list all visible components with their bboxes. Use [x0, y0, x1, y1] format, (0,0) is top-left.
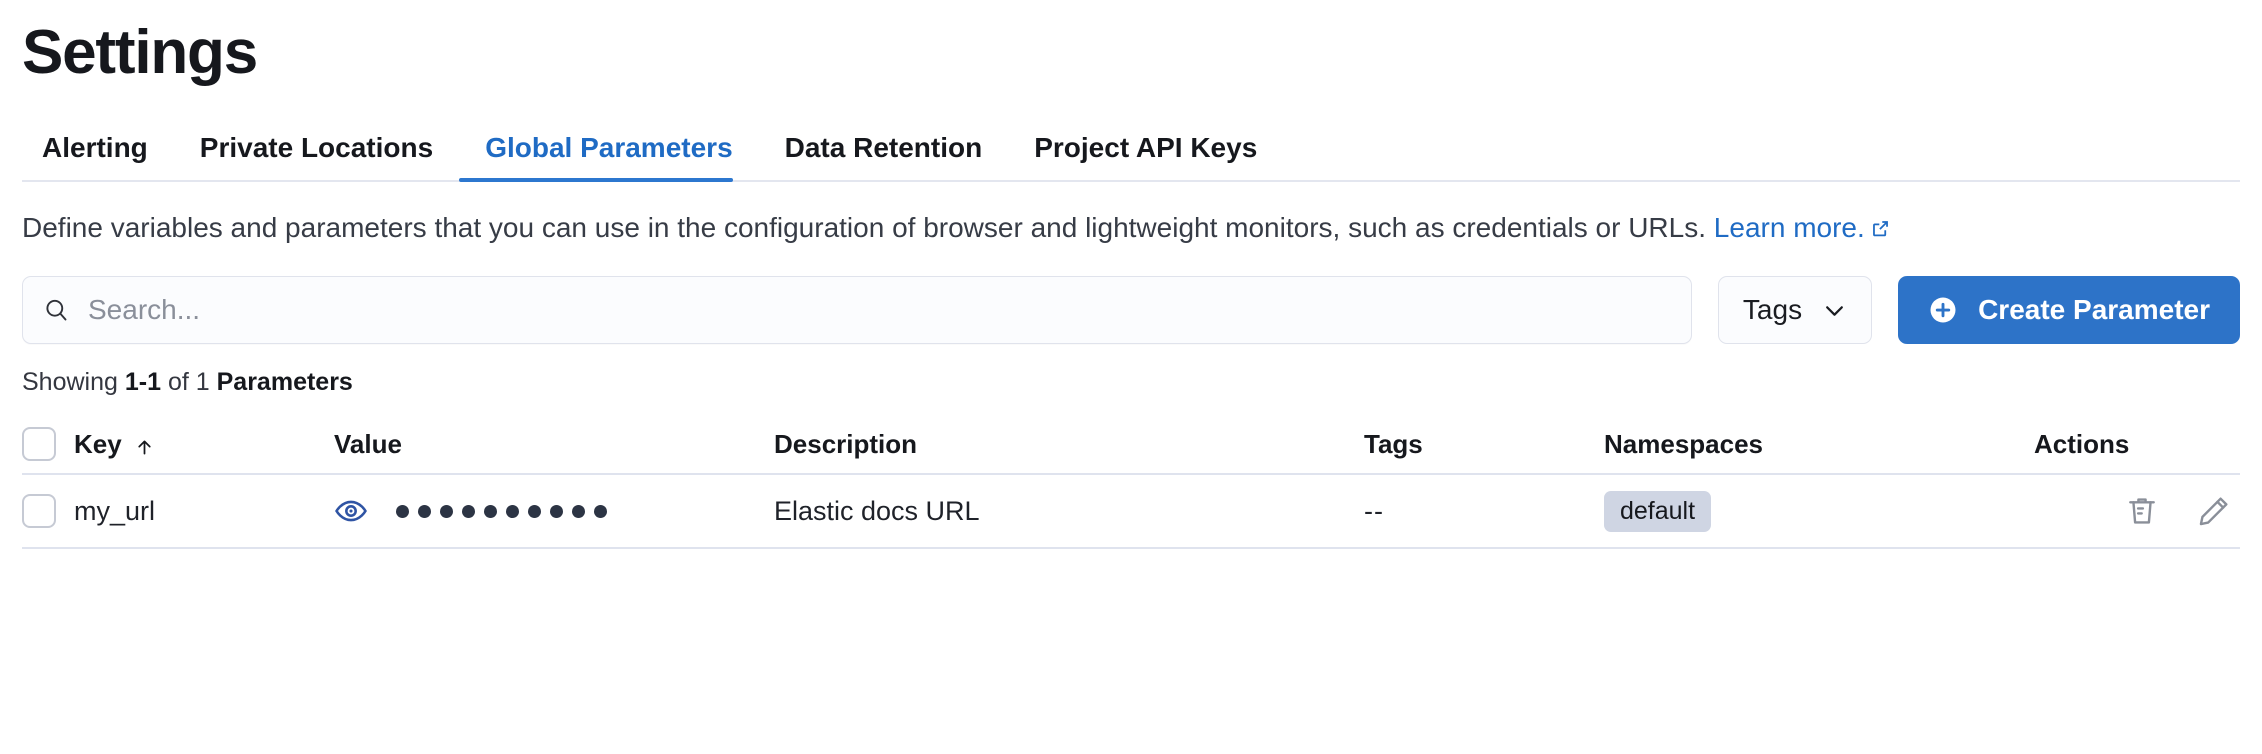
th-key-label: Key [74, 428, 122, 459]
th-tags: Tags [1364, 415, 1604, 476]
parameters-table: Key Value Description Tags [22, 415, 2240, 550]
th-select-all [22, 415, 74, 476]
th-value: Value [334, 415, 774, 476]
th-namespaces: Namespaces [1604, 415, 2034, 476]
tab-label: Data Retention [784, 132, 983, 164]
tab-data-retention[interactable]: Data Retention [759, 134, 1009, 180]
tab-bar: Alerting Private Locations Global Parame… [22, 118, 2240, 183]
row-checkbox[interactable] [22, 494, 56, 529]
showing-prefix: Showing [22, 368, 118, 397]
plus-circle-icon [1928, 295, 1958, 325]
cell-tags: -- [1364, 474, 1604, 550]
th-value-label: Value [334, 428, 402, 459]
tab-private-locations[interactable]: Private Locations [174, 134, 459, 180]
create-parameter-button[interactable]: Create Parameter [1898, 276, 2240, 345]
showing-of: of [167, 368, 189, 397]
table-body: my_url [22, 474, 2240, 550]
chevron-down-icon [1822, 298, 1847, 323]
th-description: Description [774, 415, 1364, 476]
tab-label: Alerting [42, 132, 148, 164]
learn-more-label: Learn more. [1713, 212, 1865, 244]
table-header: Key Value Description Tags [22, 415, 2240, 476]
cell-key: my_url [74, 474, 334, 550]
cell-description: Elastic docs URL [774, 474, 1364, 550]
cell-select [22, 474, 74, 550]
th-key[interactable]: Key [74, 415, 334, 476]
tab-project-api-keys[interactable]: Project API Keys [1008, 134, 1283, 180]
th-description-label: Description [774, 428, 918, 459]
th-actions-label: Actions [2034, 428, 2130, 459]
table-row: my_url [22, 474, 2240, 550]
th-actions: Actions [2034, 415, 2240, 476]
cell-actions [2034, 474, 2240, 550]
controls-row: Tags Create Parameter [22, 276, 2240, 345]
pencil-icon[interactable] [2196, 493, 2232, 529]
table-header-row: Key Value Description Tags [22, 415, 2240, 476]
cell-value [334, 474, 774, 550]
cell-namespaces: default [1604, 474, 2034, 550]
results-count: Showing 1-1 of 1 Parameters [22, 370, 2240, 395]
tab-global-parameters[interactable]: Global Parameters [459, 132, 758, 183]
search-icon [43, 297, 70, 324]
tab-label: Private Locations [199, 132, 434, 164]
eye-icon[interactable] [334, 494, 368, 528]
tab-label: Global Parameters [485, 132, 733, 164]
external-link-icon [1871, 208, 1890, 237]
description-text: Define variables and parameters that you… [22, 207, 2237, 250]
page-title: Settings [22, 18, 258, 87]
create-parameter-label: Create Parameter [1978, 294, 2210, 326]
learn-more-link[interactable]: Learn more. [1714, 212, 1865, 243]
search-input[interactable] [88, 294, 1671, 327]
select-all-checkbox[interactable] [22, 427, 56, 462]
namespace-badge: default [1604, 490, 1712, 533]
th-tags-label: Tags [1364, 428, 1423, 459]
tags-filter-label: Tags [1742, 294, 1803, 326]
arrow-up-icon [134, 434, 155, 455]
tab-label: Project API Keys [1034, 132, 1258, 164]
search-box[interactable] [22, 276, 1692, 345]
masked-value-dots [396, 504, 607, 518]
showing-total: 1 [195, 368, 210, 397]
tab-alerting[interactable]: Alerting [42, 134, 174, 180]
trash-icon[interactable] [2124, 493, 2160, 529]
showing-entity: Parameters [216, 368, 353, 397]
description-body: Define variables and parameters that you… [22, 212, 1707, 244]
th-namespaces-label: Namespaces [1604, 428, 1763, 459]
showing-range: 1-1 [124, 368, 161, 397]
tags-filter-dropdown[interactable]: Tags [1717, 276, 1873, 345]
